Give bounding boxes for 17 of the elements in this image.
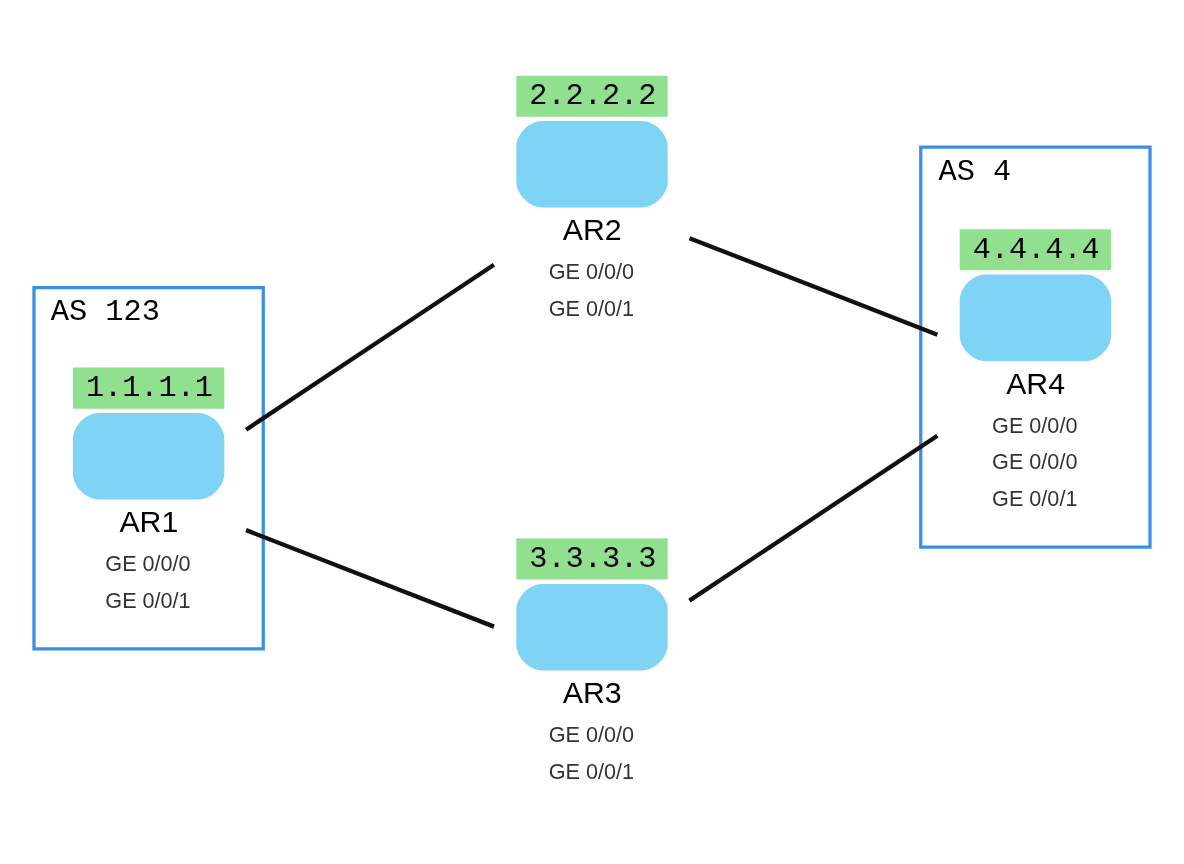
node-label: GE 0/0/0 xyxy=(992,448,1078,474)
node-label: GE 0/0/1 xyxy=(548,758,635,784)
node-label: GE 0/0/1 xyxy=(105,587,191,613)
node-label: AR1 xyxy=(119,504,179,538)
connector xyxy=(688,433,939,602)
node-label: GE 0/0/0 xyxy=(548,721,635,747)
connector xyxy=(688,235,939,337)
node-label: GE 0/0/0 xyxy=(548,258,635,284)
node-label: AR3 xyxy=(562,675,622,709)
node-label: GE 0/0/0 xyxy=(105,550,191,576)
node-label: GE 0/0/1 xyxy=(548,295,635,321)
connector xyxy=(245,527,495,629)
node-label: AR2 xyxy=(562,212,622,246)
connector xyxy=(244,262,496,431)
node-label: GE 0/0/1 xyxy=(992,485,1078,511)
node-label: GE 0/0/0 xyxy=(992,412,1078,437)
node-label: AR4 xyxy=(1006,366,1066,400)
